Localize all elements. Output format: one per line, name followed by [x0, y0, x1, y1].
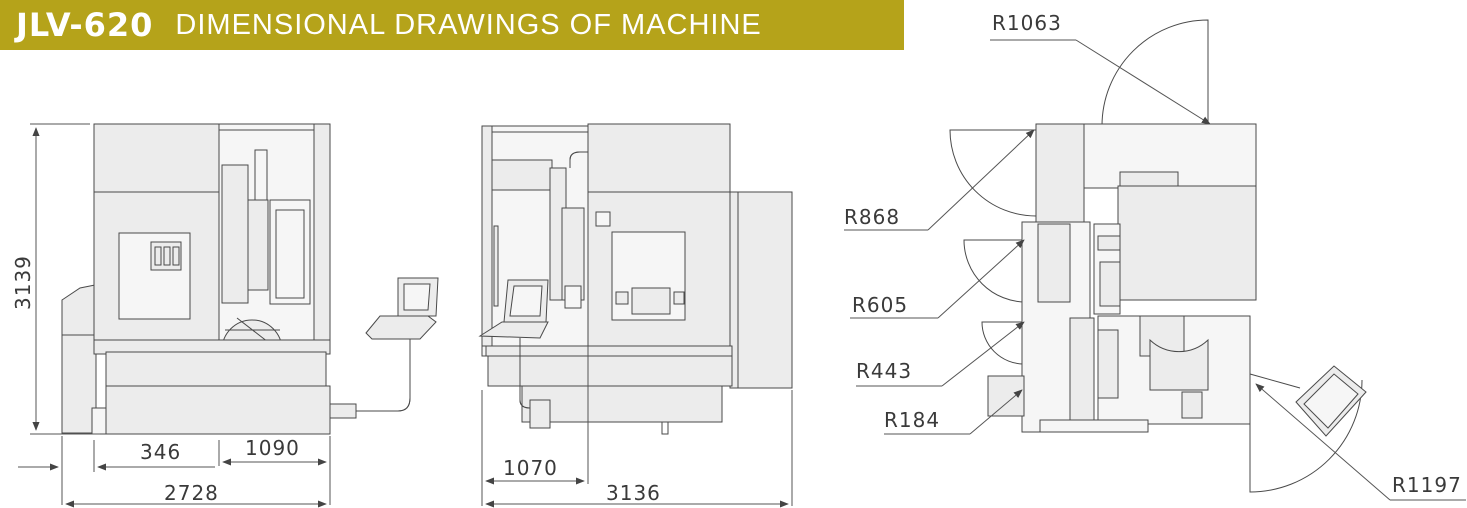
top-view [844, 19, 1466, 501]
page-title: DIMENSIONAL DRAWINGS OF MACHINE [175, 8, 762, 41]
model-name: JLV-620 [16, 6, 154, 44]
radius-r605: R605 [852, 293, 908, 317]
radius-r1063: R1063 [992, 11, 1062, 35]
radius-r443: R443 [856, 359, 912, 383]
title-banner: JLV-620 DIMENSIONAL DRAWINGS OF MACHINE [0, 0, 904, 50]
front-total-width: 2728 [164, 481, 219, 505]
front-view [18, 123, 439, 508]
radius-r184: R184 [884, 408, 940, 432]
front-dim-1090: 1090 [245, 436, 300, 460]
radius-r868: R868 [844, 205, 900, 229]
front-height-dim: 3139 [11, 255, 35, 310]
side-view [478, 123, 793, 508]
front-dim-346: 346 [140, 440, 181, 464]
side-total-width: 3136 [606, 481, 661, 505]
radius-r1197: R1197 [1392, 473, 1462, 497]
side-dim-1070: 1070 [503, 456, 558, 480]
